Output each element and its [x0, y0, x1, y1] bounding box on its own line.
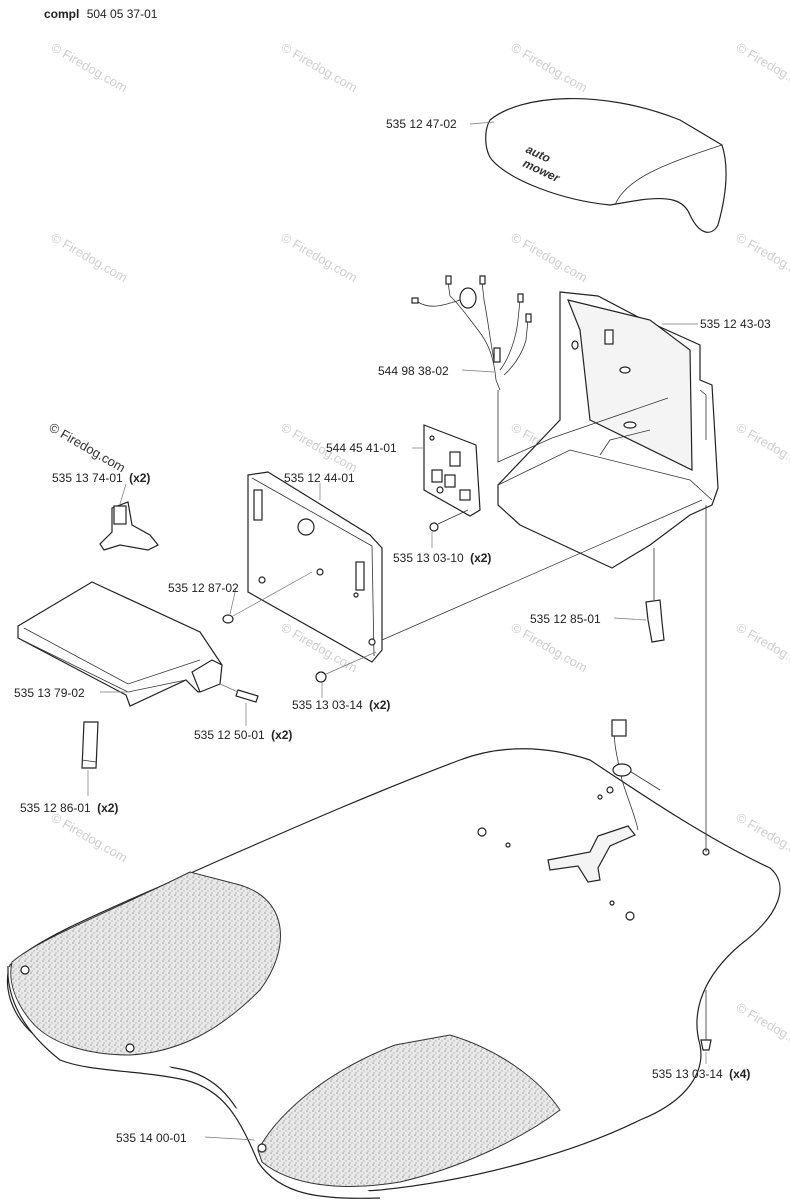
- part-label: 535 13 03-10 (x2): [393, 551, 491, 565]
- part-number: 535 13 03-14: [292, 698, 363, 712]
- watermark: © Firedog.com: [509, 230, 591, 286]
- part-labels: 535 12 47-02 535 12 43-03 544 98 38-02 5…: [14, 117, 771, 1145]
- part-label: 544 98 38-02: [378, 364, 449, 378]
- header-prefix: compl: [44, 7, 79, 21]
- part-number: 535 12 86-01: [20, 801, 91, 815]
- part-qty: (x2): [369, 698, 390, 712]
- part-label: 535 13 79-02: [14, 686, 85, 700]
- watermark: © Firedog.com: [734, 1000, 790, 1056]
- part-label: 535 13 03-14 (x2): [292, 698, 390, 712]
- part-label: 544 45 41-01: [326, 441, 397, 455]
- part-qty: (x2): [97, 801, 118, 815]
- part-label: 535 12 47-02: [386, 117, 457, 131]
- front-panel: [247, 471, 703, 663]
- part-number: 535 13 03-14: [652, 1067, 723, 1081]
- rear-housing: [497, 291, 719, 569]
- watermark: © Firedog.com: [47, 420, 129, 476]
- wiring-harness: [411, 275, 669, 463]
- part-number: 535 13 03-10: [393, 551, 464, 565]
- part-label: 535 13 03-14 (x4): [652, 1067, 750, 1081]
- watermark: © Firedog.com: [734, 420, 790, 476]
- part-label: 535 13 74-01 (x2): [52, 471, 150, 485]
- part-label: 535 12 44-01: [284, 471, 355, 485]
- watermark: © Firedog.com: [509, 620, 591, 676]
- part-qty: (x2): [470, 551, 491, 565]
- watermark: © Firedog.com: [734, 620, 790, 676]
- watermark: © Firedog.com: [734, 230, 790, 286]
- leader-lines: [87, 121, 707, 1141]
- connector-pin: [219, 683, 259, 703]
- header: compl 504 05 37-01: [44, 7, 158, 21]
- part-label: 535 14 00-01: [116, 1131, 187, 1145]
- top-cover: auto mower: [485, 97, 727, 233]
- part-label: 535 12 50-01 (x2): [194, 728, 292, 742]
- watermark: © Firedog.com: [279, 40, 361, 96]
- watermark: © Firedog.com: [49, 40, 131, 96]
- part-number: 535 13 74-01: [52, 471, 123, 485]
- screw: [429, 509, 469, 532]
- clip: [99, 501, 159, 551]
- part-qty: (x2): [129, 471, 150, 485]
- connector: [645, 548, 665, 643]
- part-qty: (x2): [271, 728, 292, 742]
- screw: [315, 651, 377, 683]
- watermark: © Firedog.com: [49, 810, 131, 866]
- part-label: 535 12 43-03: [700, 317, 771, 331]
- header-number: 504 05 37-01: [87, 7, 158, 21]
- part-qty: (x4): [729, 1067, 750, 1081]
- part-label: 535 12 85-01: [530, 612, 601, 626]
- circuit-board: [423, 424, 481, 517]
- front-cover: [17, 581, 223, 707]
- part-label: 535 12 87-02: [168, 581, 239, 595]
- part-label: 535 12 86-01 (x2): [20, 801, 118, 815]
- part-number: 535 12 50-01: [194, 728, 265, 742]
- watermark: © Firedog.com: [734, 40, 790, 96]
- base-plate: [6, 505, 781, 1199]
- pin: [222, 571, 313, 624]
- watermark: © Firedog.com: [509, 40, 591, 96]
- watermark: © Firedog.com: [279, 230, 361, 286]
- strip: [81, 721, 99, 769]
- screw: [700, 990, 712, 1051]
- watermark: © Firedog.com: [49, 230, 131, 286]
